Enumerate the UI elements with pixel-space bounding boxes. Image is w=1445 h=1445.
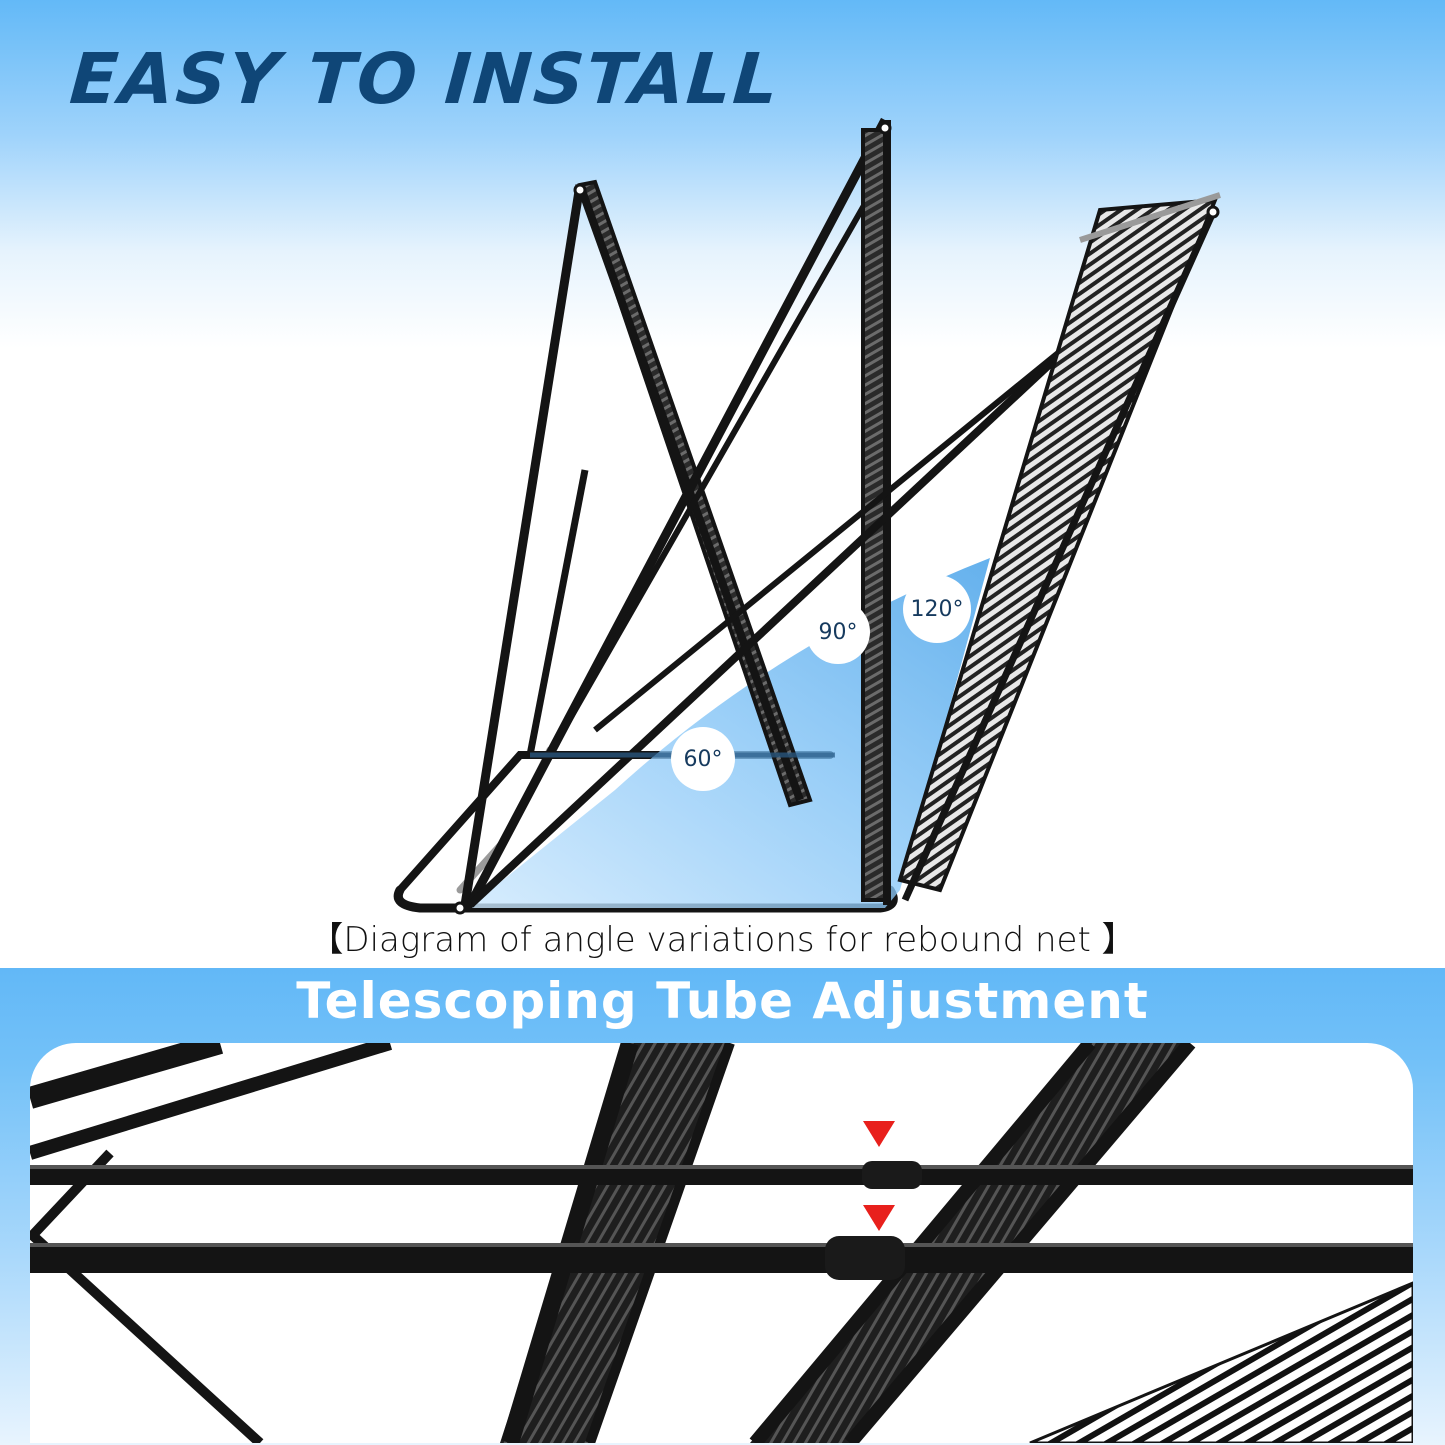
upper-tube-joint-marker-icon xyxy=(863,1121,895,1147)
angle-badge-90: 90° xyxy=(806,600,870,664)
lower-tube-joint-marker-icon xyxy=(863,1205,895,1231)
section-title: Telescoping Tube Adjustment xyxy=(296,972,1149,1030)
angle-badge-60: 60° xyxy=(671,727,735,791)
diagram-caption: 【Diagram of angle variations for rebound… xyxy=(309,920,1136,960)
rebound-net-angle-diagram xyxy=(393,117,1221,915)
angle-badge-120: 120° xyxy=(903,575,971,643)
tube-closeup-illustration xyxy=(30,1043,1413,1443)
ground-pivot xyxy=(453,901,467,915)
telescoping-tube-closeup xyxy=(30,1043,1413,1443)
frame-90-degrees xyxy=(466,117,892,908)
frame-120-degrees xyxy=(467,192,1221,908)
